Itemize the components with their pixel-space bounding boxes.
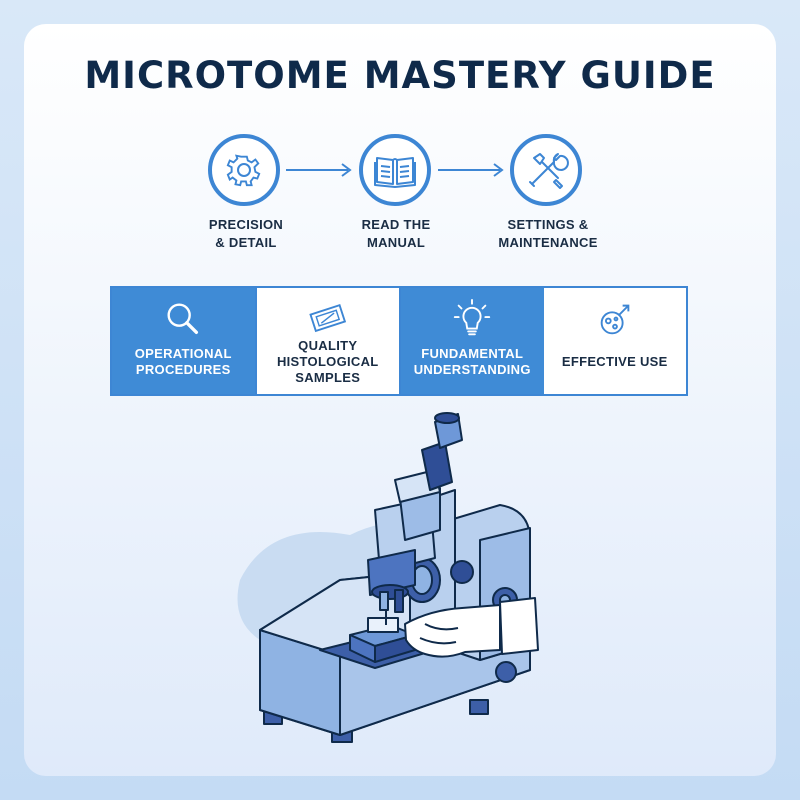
- panel-quality-line2: HISTOLOGICAL: [276, 354, 379, 369]
- panel-operational: OPERATIONAL PROCEDURES: [112, 288, 255, 394]
- tools-icon: [529, 153, 569, 189]
- step-precision-line2: & DETAIL: [215, 235, 277, 250]
- panel-quality: QUALITY HISTOLOGICAL SAMPLES: [254, 288, 401, 394]
- panel-quality-line1: QUALITY: [298, 338, 358, 353]
- panel-effective-text: EFFECTIVE USE: [548, 354, 683, 370]
- panel-fundamental: FUNDAMENTAL UNDERSTANDING: [401, 288, 544, 394]
- panel-fundamental-line2: UNDERSTANDING: [413, 362, 531, 377]
- step-manual-label: READ THE MANUAL: [316, 216, 476, 252]
- microtome-illustration: [237, 412, 539, 743]
- magnifier-icon: [167, 303, 199, 335]
- arrow-right-icon: [286, 163, 352, 177]
- step-manual-circle: [359, 134, 431, 206]
- cell-icon: [600, 304, 630, 335]
- book-icon: [374, 157, 416, 188]
- step-manual-line1: READ THE: [361, 217, 431, 232]
- step-settings-line2: MAINTENANCE: [498, 235, 598, 250]
- slide-icon: [309, 303, 346, 333]
- panel-operational-text: OPERATIONAL PROCEDURES: [116, 346, 251, 378]
- step-settings-circle: [510, 134, 582, 206]
- panel-fundamental-text: FUNDAMENTAL UNDERSTANDING: [405, 346, 540, 378]
- panel-effective: EFFECTIVE USE: [543, 288, 686, 394]
- panel-operational-line2: PROCEDURES: [135, 362, 231, 377]
- panel-quality-line3: SAMPLES: [295, 370, 361, 385]
- gear-icon: [226, 154, 261, 187]
- step-precision-line1: PRECISION: [208, 217, 284, 232]
- panel-quality-text: QUALITY HISTOLOGICAL SAMPLES: [261, 338, 396, 386]
- panel-fundamental-line1: FUNDAMENTAL: [421, 346, 524, 361]
- step-precision-circle: [208, 134, 280, 206]
- panel-effective-line1: EFFECTIVE USE: [561, 354, 668, 369]
- arrow-right-icon: [438, 163, 504, 177]
- step-manual-line2: MANUAL: [366, 235, 426, 250]
- step-settings-line1: SETTINGS &: [507, 217, 589, 232]
- page-title: MICROTOME MASTERY GUIDE: [84, 54, 716, 97]
- step-precision-label: PRECISION & DETAIL: [166, 216, 326, 252]
- lightbulb-icon: [454, 298, 491, 336]
- panel-operational-line1: OPERATIONAL: [134, 346, 232, 361]
- step-settings-label: SETTINGS & MAINTENANCE: [468, 216, 628, 252]
- concept-panels: OPERATIONAL PROCEDURES QUALITY HISTOLOGI…: [110, 286, 688, 396]
